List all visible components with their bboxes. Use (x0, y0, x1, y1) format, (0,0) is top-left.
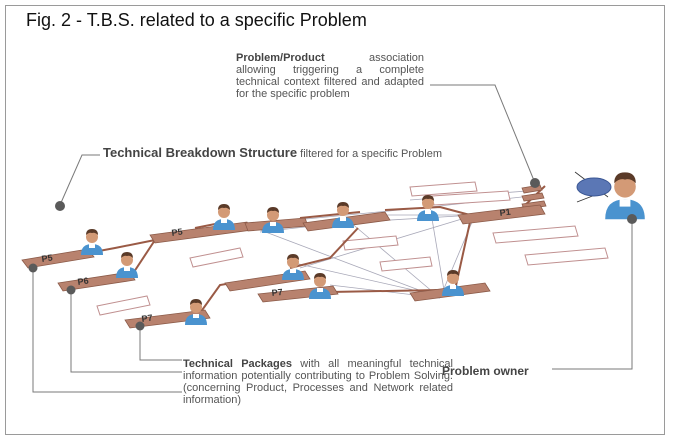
packages-bold: Technical Packages (183, 358, 292, 370)
empty-plate (524, 247, 609, 266)
person-icon (213, 204, 235, 230)
owner-leader-line (552, 219, 633, 370)
tbs-bold: Technical Breakdown Structure (103, 145, 298, 160)
plate-label-p7-mid: P7 (271, 287, 283, 298)
brown-link (299, 211, 361, 219)
packages-leader-line-2 (70, 290, 182, 373)
tbs-leader-line (59, 154, 100, 206)
gray-link (429, 206, 446, 297)
association-bold: Problem/Product (236, 52, 325, 64)
plate-p7-bottom (124, 309, 211, 329)
plate-label-p1: P1 (499, 207, 511, 218)
leader-dot (627, 214, 637, 224)
owner-annotation: Problem owner (442, 364, 529, 378)
empty-plate (492, 225, 579, 244)
empty-plates (96, 181, 609, 316)
association-annotation: Problem/Product association allowing tri… (236, 52, 424, 100)
person-icon (442, 270, 464, 296)
plate-label-p7-bottom: P7 (141, 313, 153, 324)
plate-p5-left (21, 248, 95, 269)
empty-plate (96, 295, 151, 316)
plate-p1 (457, 204, 546, 225)
leader-dot (135, 321, 145, 331)
leader-dot (55, 201, 65, 211)
gray-link (254, 227, 441, 299)
association-text: association allowing triggering a comple… (236, 52, 424, 100)
plate-label-p5-mid: P5 (171, 227, 183, 238)
plate-p5-mid (149, 221, 253, 244)
empty-plate (189, 247, 244, 268)
lens-icon (576, 177, 612, 197)
leader-lines (32, 84, 633, 393)
packages-leader-line-3 (139, 326, 182, 361)
person-icon (116, 252, 138, 278)
empty-plate (379, 256, 433, 272)
empty-plate (409, 181, 478, 197)
person-icon (309, 273, 331, 299)
packages-leader-line-1 (32, 268, 182, 393)
tbs-annotation: Technical Breakdown Structure filtered f… (103, 145, 442, 160)
association-leader-line (430, 84, 536, 184)
brown-link (384, 205, 471, 216)
leader-dot (28, 263, 38, 273)
packages-text: with all meaningful technical informatio… (183, 358, 453, 406)
figure-title: Fig. 2 - T.B.S. related to a specific Pr… (26, 10, 367, 30)
brown-link (329, 289, 441, 293)
person-icon (282, 254, 304, 280)
packages-annotation: Technical Packages with all meaningful t… (183, 358, 453, 406)
owner-person-icon (605, 172, 645, 220)
leader-dot (530, 178, 540, 188)
leader-dot (66, 285, 76, 295)
stack-plate (521, 192, 545, 202)
brown-link (289, 227, 359, 269)
plate-label-p6: P6 (77, 276, 89, 287)
person-icon (81, 229, 103, 255)
leader-dots (28, 178, 637, 331)
tbs-text: filtered for a specific Problem (297, 148, 442, 160)
empty-plate (342, 235, 399, 251)
plate-p6 (57, 271, 136, 292)
plate-label-p5-left: P5 (41, 253, 53, 264)
problem-owner (574, 171, 645, 220)
